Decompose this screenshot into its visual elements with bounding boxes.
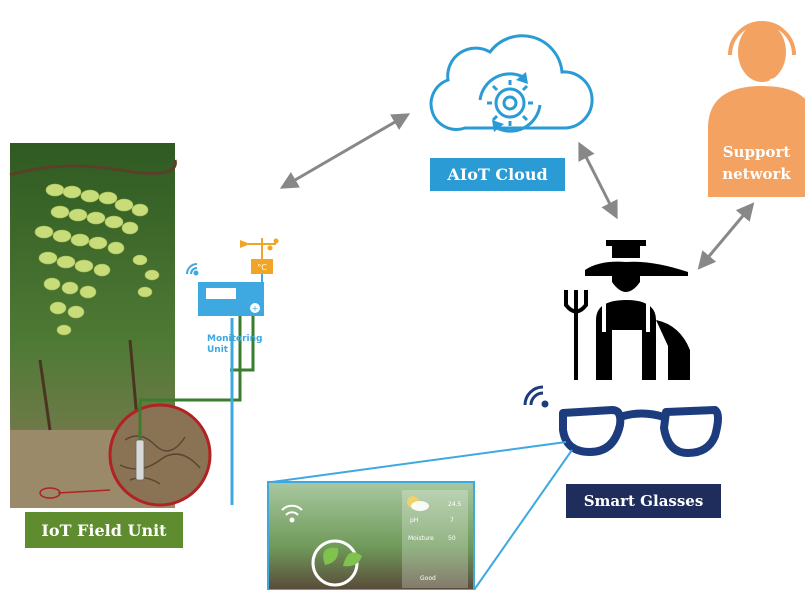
ar-temp: 24.5 [448, 501, 462, 508]
support-label: Support network [722, 143, 791, 183]
farmer-overalls [602, 300, 650, 380]
cloud-icon [429, 34, 594, 133]
soil-sensor-icon [135, 439, 145, 481]
ar-moisture-value: 50 [448, 535, 456, 542]
soil-sensor-zoom [57, 403, 212, 507]
gear-icon [487, 80, 533, 126]
wifi-icon [186, 263, 199, 276]
grape-cluster [34, 183, 160, 336]
ar-status: Good [420, 575, 436, 582]
weather-station-icon: °C [240, 238, 279, 274]
support-agent-icon [708, 21, 805, 128]
weather-cloud-icon [407, 496, 429, 511]
connection-arrows [279, 113, 755, 270]
support-network-box [708, 127, 805, 197]
monitoring-unit-label: Monitoring Unit [207, 334, 263, 355]
ar-ph: 7 [450, 517, 454, 524]
pitchfork-icon [564, 290, 588, 380]
svg-text:+: + [252, 304, 259, 313]
sensor-temp-label: °C [257, 263, 267, 272]
cloud-label: AIoT Cloud [430, 158, 565, 191]
glasses-icon [559, 406, 722, 457]
smart-glasses-label: Smart Glasses [566, 484, 721, 518]
leaf-icon [323, 547, 362, 567]
ar-ph-icon: pH [410, 517, 418, 524]
wifi-icon [523, 385, 549, 408]
field-unit-label: IoT Field Unit [25, 512, 183, 548]
ar-moisture-label: Moisture [408, 535, 434, 542]
monitoring-unit: + [198, 282, 264, 316]
ar-display-view: 24.5 pH 7 Moisture 50 Good [267, 441, 573, 590]
wifi-icon [281, 504, 303, 523]
